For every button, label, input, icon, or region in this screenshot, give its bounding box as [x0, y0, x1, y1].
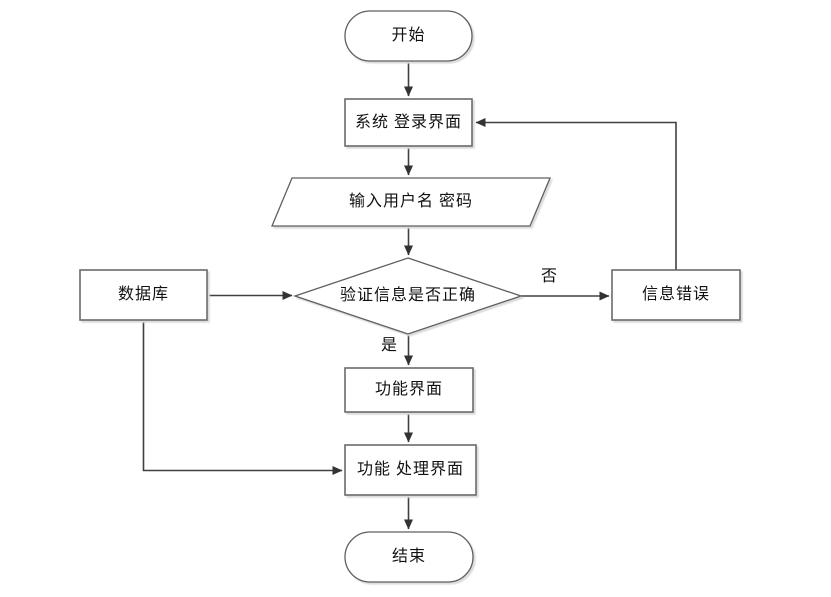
edges — [142, 61, 677, 530]
decision-diamond-shape — [292, 257, 524, 335]
input-parallelogram-shape — [271, 177, 551, 227]
login-process-shape — [344, 98, 473, 147]
edge-database-to-process — [142, 320, 343, 475]
start-terminator-shape — [344, 10, 473, 62]
edge-error-to-login-feedback — [475, 118, 677, 270]
database-process-shape — [79, 269, 208, 321]
end-terminator-shape — [344, 531, 474, 583]
function-process-shape — [344, 367, 474, 413]
error-process-shape — [611, 269, 741, 321]
process-process-shape — [344, 444, 477, 496]
nodes — [79, 10, 741, 583]
